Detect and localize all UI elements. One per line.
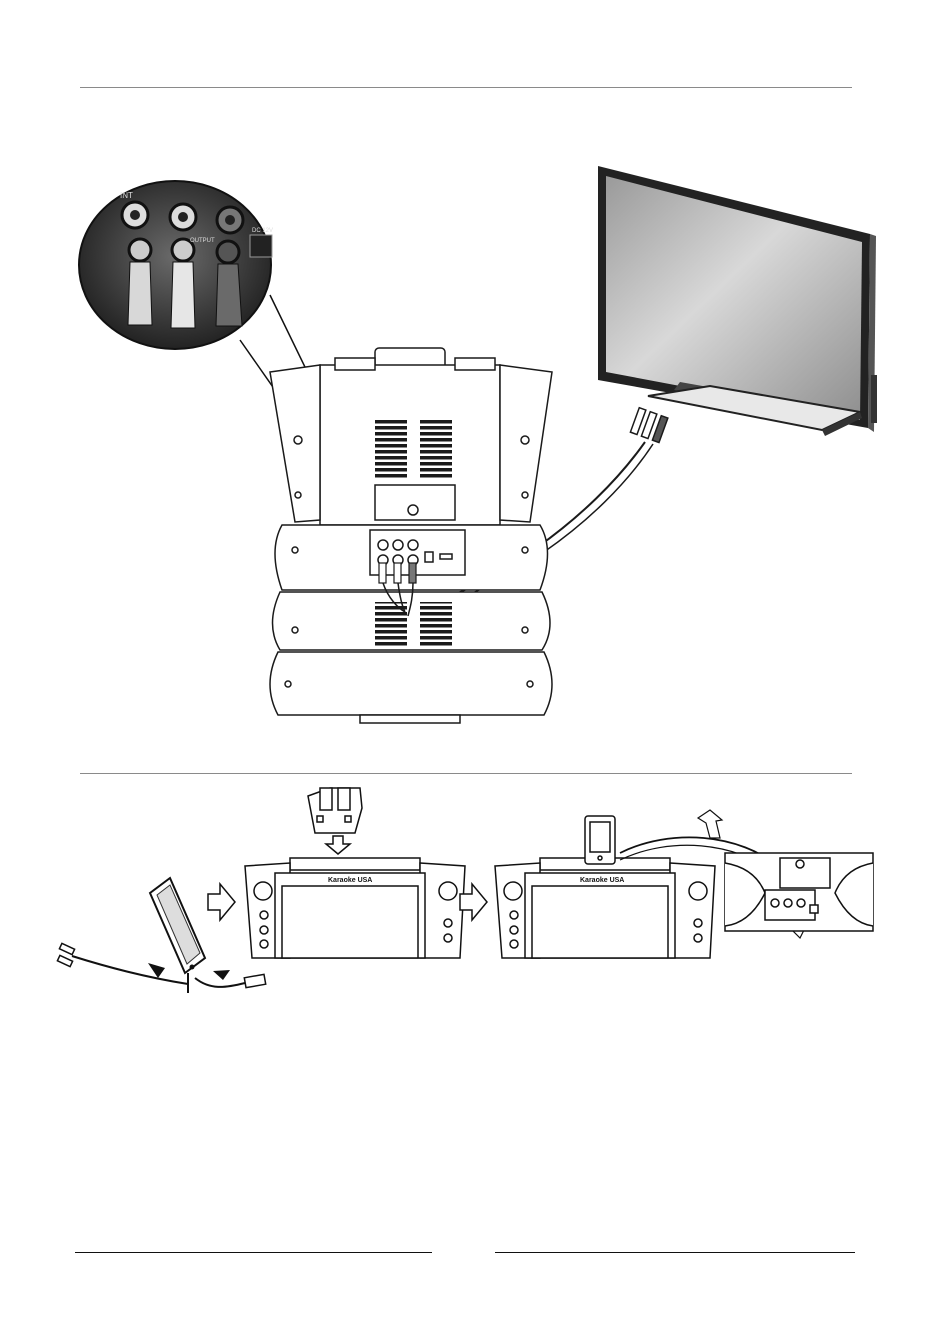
rca-cable-icon xyxy=(630,408,667,443)
inset-label-int: INT xyxy=(120,191,133,200)
ipod-dock-icon xyxy=(308,788,362,833)
usb-plug-icon xyxy=(195,974,266,987)
top-divider xyxy=(80,87,852,88)
right-arrow-icon xyxy=(208,884,235,920)
down-arrow-icon xyxy=(326,836,350,854)
rear-closeup-icon xyxy=(725,853,873,931)
inset-label-output: OUTPUT xyxy=(190,238,215,244)
karaoke-machine-front-icon xyxy=(245,858,465,958)
footer-rule-left xyxy=(75,1252,432,1253)
up-right-arrow-icon xyxy=(698,810,722,838)
brand-label-2: Karaoke USA xyxy=(580,877,624,884)
rear-rca-plugs xyxy=(379,563,416,583)
bottom-dock-figure: Karaoke USA Karaoke USA xyxy=(20,778,890,998)
brand-label-1: Karaoke USA xyxy=(328,877,372,884)
inset-label-dc: DC 12V xyxy=(252,228,273,234)
middle-divider xyxy=(80,773,852,774)
tv-icon xyxy=(598,166,877,436)
top-connection-figure: INT OUTPUT DC 12V xyxy=(70,150,890,750)
karaoke-machine-rear-icon xyxy=(270,348,552,723)
rca-cable-icon xyxy=(57,943,188,993)
footer-rule-right xyxy=(495,1252,855,1253)
jack-inset-zoom: INT OUTPUT DC 12V xyxy=(79,181,273,349)
top-connection-diagram: INT OUTPUT DC 12V xyxy=(70,150,890,750)
tablet-icon xyxy=(150,878,205,973)
bottom-dock-diagram: Karaoke USA Karaoke USA xyxy=(20,778,890,998)
